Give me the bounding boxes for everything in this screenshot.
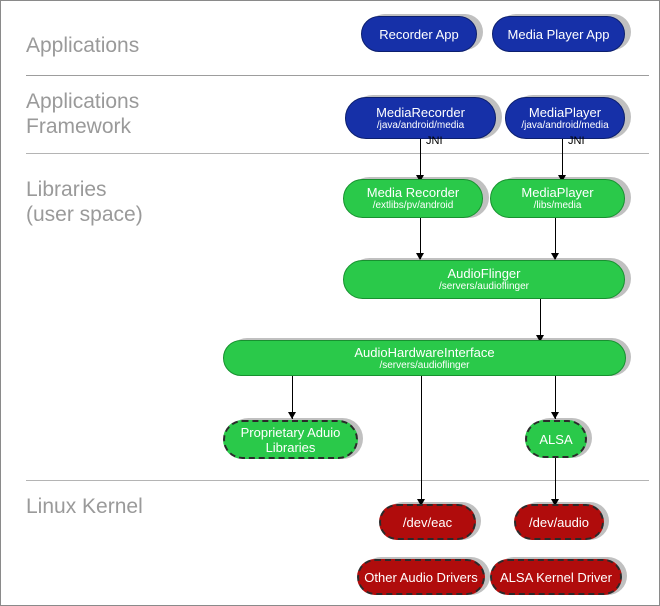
node-mediarecorder-framework-path: /java/android/media [376, 119, 465, 131]
connector-mediaplayer-audioflinger [555, 217, 556, 259]
arrowhead-ahi-alsa [551, 412, 559, 419]
arrowhead-mediaplayer-audioflinger [551, 253, 559, 260]
node-alsa-title: ALSA [539, 431, 573, 447]
layer-label-linux-kernel: Linux Kernel [26, 495, 143, 518]
node-mediaplayer-framework-title: MediaPlayer [528, 104, 602, 120]
divider-framework [26, 153, 649, 154]
node-mediarecorder-framework[interactable]: MediaRecorder /java/android/media [345, 97, 496, 139]
node-proprietary-audio-libs-subtitle: Libraries [265, 439, 316, 455]
node-mediaplayer-framework[interactable]: MediaPlayer /java/android/media [505, 97, 625, 139]
node-media-recorder-lib-path: /extlibs/pv/android [372, 200, 454, 211]
node-dev-audio-title: /dev/audio [529, 514, 589, 530]
node-mediaplayer-lib-path: /libs/media [533, 200, 582, 211]
node-proprietary-audio-libs-title: Proprietary Aduio [240, 424, 341, 440]
arrowhead-audioflinger-ahi [536, 335, 544, 342]
edge-label-jni-player: JNI [568, 135, 585, 147]
layer-label-applications-framework: Applications Framework [26, 90, 140, 138]
node-alsa-kernel-driver[interactable]: ALSA Kernel Driver [490, 559, 622, 595]
node-proprietary-audio-libs[interactable]: Proprietary Aduio Libraries [223, 420, 358, 459]
node-other-audio-drivers-title: Other Audio Drivers [364, 569, 478, 585]
arrowhead-ahi-dev-eac [417, 499, 425, 506]
layer-label-libraries: Libraries (user space) [26, 178, 143, 226]
connector-ahi-proprietary [292, 373, 293, 419]
arrowhead-mediarecorder-audioflinger [416, 253, 424, 260]
node-recorder-app[interactable]: Recorder App [361, 16, 477, 52]
divider-applications [26, 75, 649, 76]
connector-ahi-alsa [555, 373, 556, 419]
node-alsa-kernel-driver-title: ALSA Kernel Driver [500, 569, 612, 585]
node-audioflinger[interactable]: AudioFlinger /servers/audioflinger [343, 260, 625, 299]
node-mediaplayer-lib[interactable]: MediaPlayer /libs/media [490, 179, 625, 218]
connector-alsa-dev-audio [555, 456, 556, 504]
edge-label-jni-recorder: JNI [426, 135, 443, 147]
connector-ahi-dev-eac [421, 373, 422, 504]
node-audiohardwareinterface-title: AudioHardwareInterface [354, 344, 495, 360]
node-audiohardwareinterface[interactable]: AudioHardwareInterface /servers/audiofli… [223, 340, 626, 376]
layer-label-applications: Applications [26, 34, 140, 57]
node-dev-eac[interactable]: /dev/eac [379, 504, 476, 540]
connector-mediaplayer-jni [562, 139, 563, 181]
node-media-recorder-lib[interactable]: Media Recorder /extlibs/pv/android [343, 179, 483, 218]
node-dev-audio[interactable]: /dev/audio [514, 504, 604, 540]
node-audioflinger-title: AudioFlinger [447, 266, 521, 281]
node-audioflinger-path: /servers/audioflinger [438, 281, 530, 292]
node-other-audio-drivers[interactable]: Other Audio Drivers [357, 559, 485, 595]
node-media-player-app-title: Media Player App [507, 26, 610, 42]
node-dev-eac-title: /dev/eac [402, 514, 453, 530]
node-mediaplayer-lib-title: MediaPlayer [521, 185, 594, 200]
node-audiohardwareinterface-path: /servers/audioflinger [379, 359, 470, 371]
node-mediaplayer-framework-path: /java/android/media [521, 119, 609, 131]
divider-kernel [26, 480, 649, 481]
arrowhead-alsa-dev-audio [551, 499, 559, 506]
connector-mediarecorder-jni [420, 139, 421, 181]
connector-mediarecorder-audioflinger [420, 217, 421, 259]
connector-audioflinger-ahi [540, 297, 541, 343]
node-alsa[interactable]: ALSA [525, 420, 587, 458]
arrowhead-ahi-proprietary [288, 412, 296, 419]
node-media-recorder-lib-title: Media Recorder [366, 185, 460, 200]
node-recorder-app-title: Recorder App [379, 26, 459, 42]
node-mediarecorder-framework-title: MediaRecorder [376, 104, 465, 120]
node-media-player-app[interactable]: Media Player App [492, 16, 625, 52]
